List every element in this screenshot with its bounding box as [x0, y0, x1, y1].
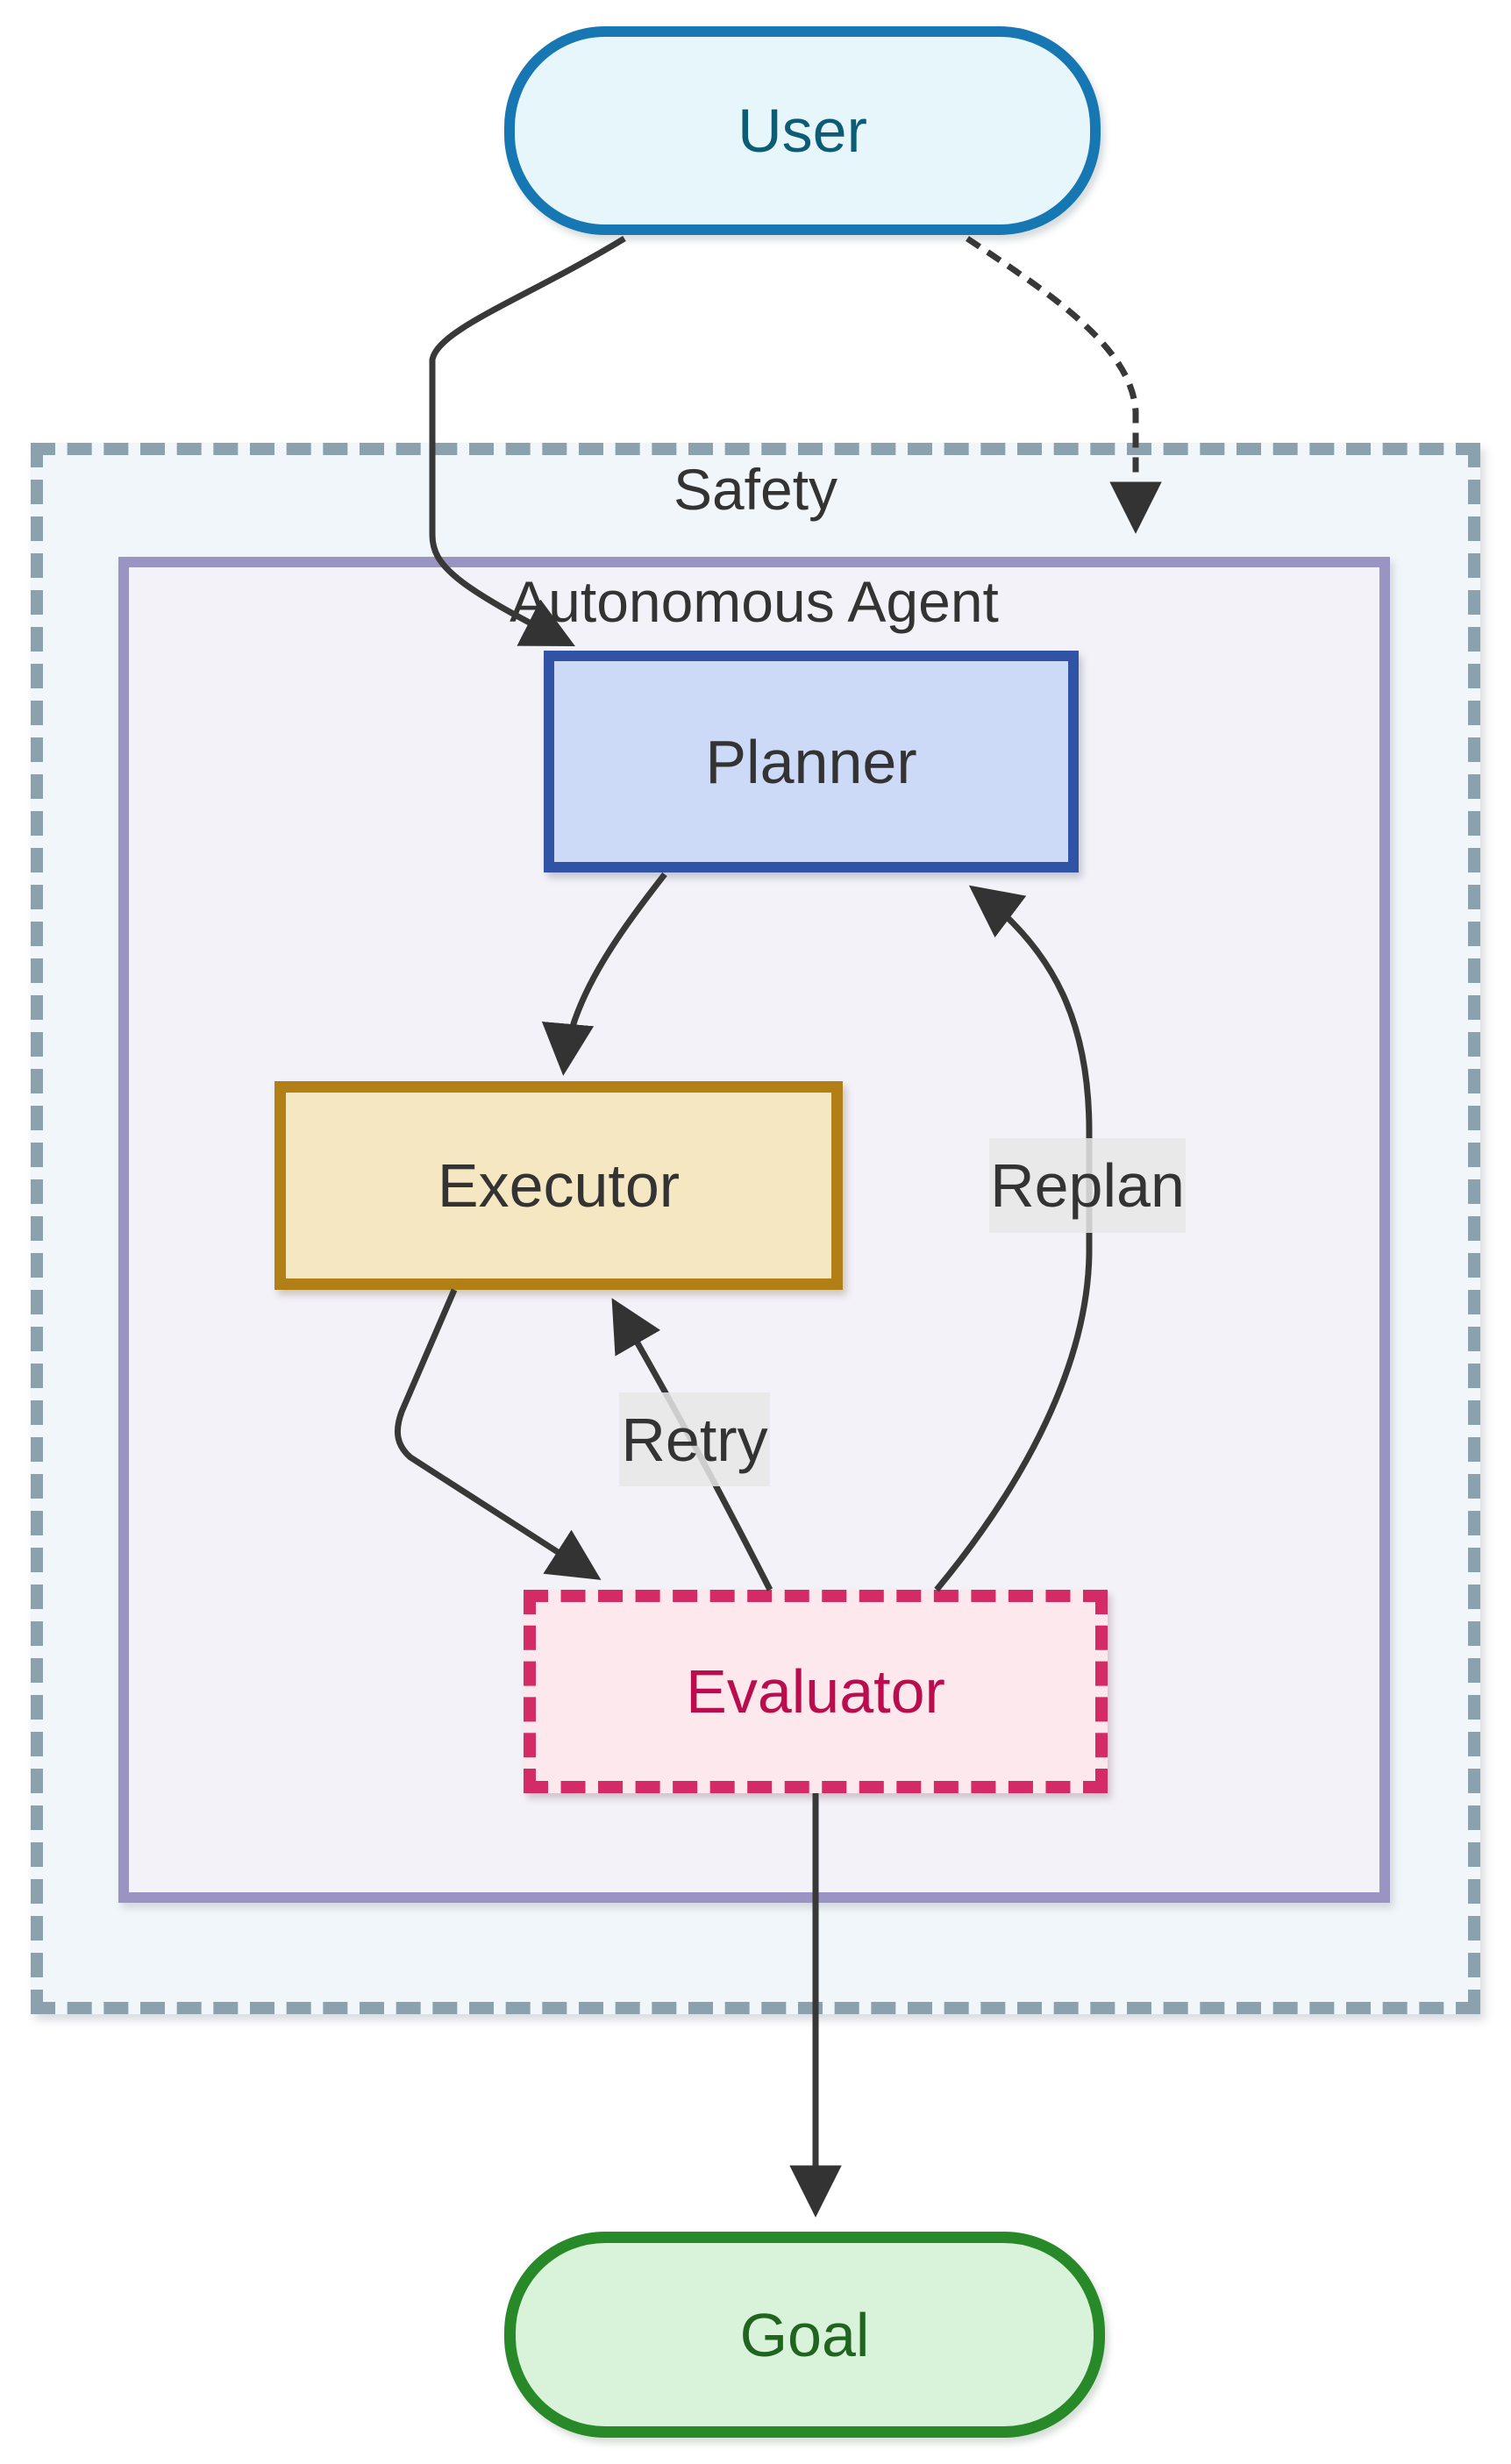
replan-label-text: Replan	[990, 1151, 1185, 1220]
planner-node: Planner	[544, 651, 1079, 872]
retry-label-text: Retry	[621, 1405, 768, 1474]
goal-node-label: Goal	[739, 2300, 870, 2369]
planner-node-label: Planner	[705, 727, 917, 796]
edge-label-replan: Replan	[989, 1138, 1186, 1233]
autonomous-agent-container-label: Autonomous Agent	[510, 569, 999, 634]
user-node: User	[504, 26, 1101, 235]
user-node-label: User	[738, 96, 867, 165]
executor-node-label: Executor	[437, 1151, 681, 1220]
executor-node: Executor	[274, 1081, 843, 1290]
evaluator-node-label: Evaluator	[686, 1657, 945, 1726]
safety-container-label: Safety	[673, 457, 838, 522]
evaluator-node: Evaluator	[524, 1590, 1108, 1793]
edge-label-retry: Retry	[619, 1392, 770, 1486]
goal-node: Goal	[504, 2232, 1105, 2438]
